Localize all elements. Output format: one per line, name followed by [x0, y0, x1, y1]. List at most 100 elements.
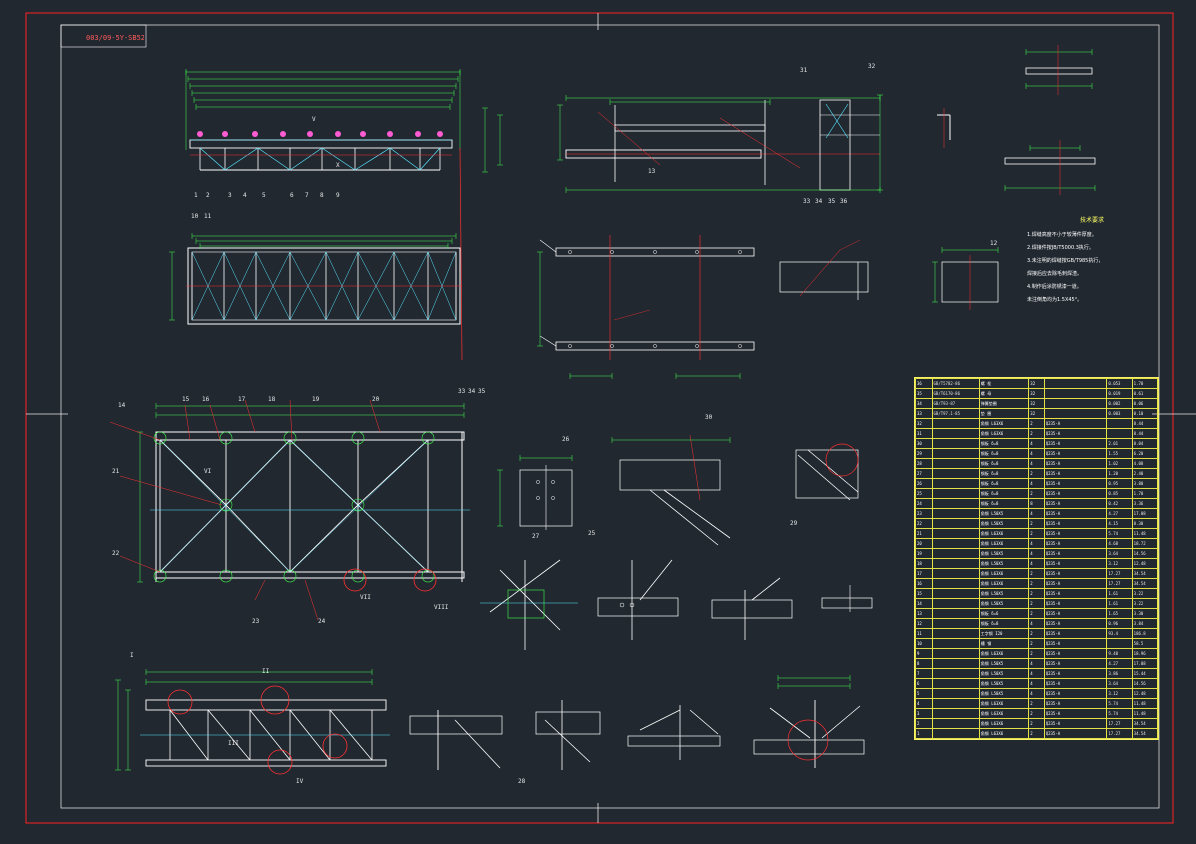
bom-cell: 1.55	[1106, 448, 1133, 459]
callout-label: 32	[868, 63, 876, 70]
detail-circle	[267, 749, 293, 775]
callout-label: VI	[204, 468, 212, 475]
bom-cell: 3.64	[1106, 548, 1133, 559]
bom-cell: 0.10	[1131, 408, 1158, 419]
cad-line	[695, 344, 699, 348]
bom-cell: 2	[1028, 588, 1045, 599]
connection-marker	[252, 131, 258, 137]
bom-cell	[931, 548, 980, 559]
bom-cell: Q235-A	[1043, 538, 1108, 549]
bom-cell: 1	[915, 728, 933, 739]
bom-cell	[931, 508, 980, 519]
bom-cell: 0.003	[1106, 408, 1133, 419]
callout-label: V	[312, 116, 316, 123]
bom-cell: 3.12	[1106, 688, 1133, 699]
bom-cell: 2	[1028, 418, 1045, 429]
cad-line	[689, 434, 701, 501]
callout-label: 20	[372, 396, 380, 403]
bom-cell: 2	[1028, 648, 1045, 659]
callout-label: 21	[112, 468, 120, 475]
bom-cell: Q235-A	[1043, 518, 1108, 529]
bom-cell: 3.64	[1106, 678, 1133, 689]
note-line-3: 3.未注明的焊缝按GB/T985执行，	[1027, 258, 1104, 264]
callout-label: IV	[296, 778, 304, 785]
callout-label: 35	[828, 198, 836, 205]
section-flat	[1004, 157, 1096, 165]
bom-cell: 角钢 L50X5	[978, 688, 1030, 699]
bom-cell: Q235-A	[1043, 508, 1108, 519]
bom-cell: 2	[1028, 488, 1045, 499]
cad-line	[536, 496, 540, 500]
bom-cell	[931, 528, 980, 539]
joint-plate	[597, 597, 679, 617]
bom-cell: 17.27	[1106, 568, 1133, 579]
connection-plate	[351, 431, 365, 445]
bom-cell: 角钢 L63X6	[978, 528, 1030, 539]
bom-cell	[931, 678, 980, 689]
bom-cell: 0.002	[1106, 398, 1133, 409]
callout-label: 12	[990, 240, 998, 247]
bom-cell: 钢板 δ=8	[978, 488, 1030, 499]
callout-label: 34	[468, 388, 476, 395]
bom-cell: 角钢 L50X5	[978, 548, 1030, 559]
bom-cell: 弹簧垫圈	[978, 398, 1030, 409]
bom-cell: 4	[1028, 548, 1045, 559]
bom-cell: 5.74	[1106, 528, 1133, 539]
channel-view	[779, 261, 869, 293]
bom-cell: 4.15	[1106, 518, 1133, 529]
detail-circle	[167, 689, 193, 715]
bom-cell: 30	[915, 438, 933, 449]
bom-cell: 12.48	[1131, 558, 1158, 569]
bom-cell: Q235-A	[1043, 668, 1108, 679]
bom-cell: 垫 圈	[978, 408, 1030, 419]
callout-label: 2	[206, 192, 210, 199]
bom-cell	[931, 478, 980, 489]
bom-cell: 2	[1028, 698, 1045, 709]
note-line-5: 4.制作后涂防锈漆一道。	[1027, 284, 1082, 290]
bom-cell: 22	[915, 518, 933, 529]
bom-cell	[931, 418, 980, 429]
bom-cell: 5.74	[1106, 698, 1133, 709]
bom-cell	[931, 428, 980, 439]
connection-marker	[387, 131, 393, 137]
connection-plate	[219, 569, 233, 583]
cad-line	[159, 439, 227, 506]
cad-line	[536, 480, 540, 484]
bom-cell: 1.61	[1106, 588, 1133, 599]
bom-cell: 32	[1028, 378, 1045, 389]
connection-marker	[415, 131, 421, 137]
cad-line	[184, 404, 191, 441]
cad-line	[539, 239, 557, 253]
truss-diagonal	[199, 147, 226, 171]
callout-label: 29	[790, 520, 798, 527]
bom-cell: 4	[1028, 658, 1045, 669]
bom-cell: 钢板 δ=8	[978, 468, 1030, 479]
bom-cell: 6.20	[1131, 448, 1158, 459]
callout-label: 26	[562, 436, 570, 443]
cad-line	[825, 103, 849, 139]
bom-cell	[931, 498, 980, 509]
cad-line	[639, 559, 673, 601]
bom-cell: 32	[915, 418, 933, 429]
cad-line	[738, 250, 742, 254]
bom-cell: 11.48	[1131, 698, 1158, 709]
bom-cell: 1.70	[1131, 488, 1158, 499]
truss-diagonal	[354, 147, 391, 171]
connection-plate	[351, 569, 365, 583]
callout-label: 19	[312, 396, 320, 403]
cad-line	[119, 475, 223, 506]
joint-plate	[627, 735, 721, 747]
bom-cell: 32	[1028, 388, 1045, 399]
bom-cell	[931, 648, 980, 659]
bom-cell: 总重	[1131, 738, 1158, 739]
cad-line	[597, 111, 661, 166]
